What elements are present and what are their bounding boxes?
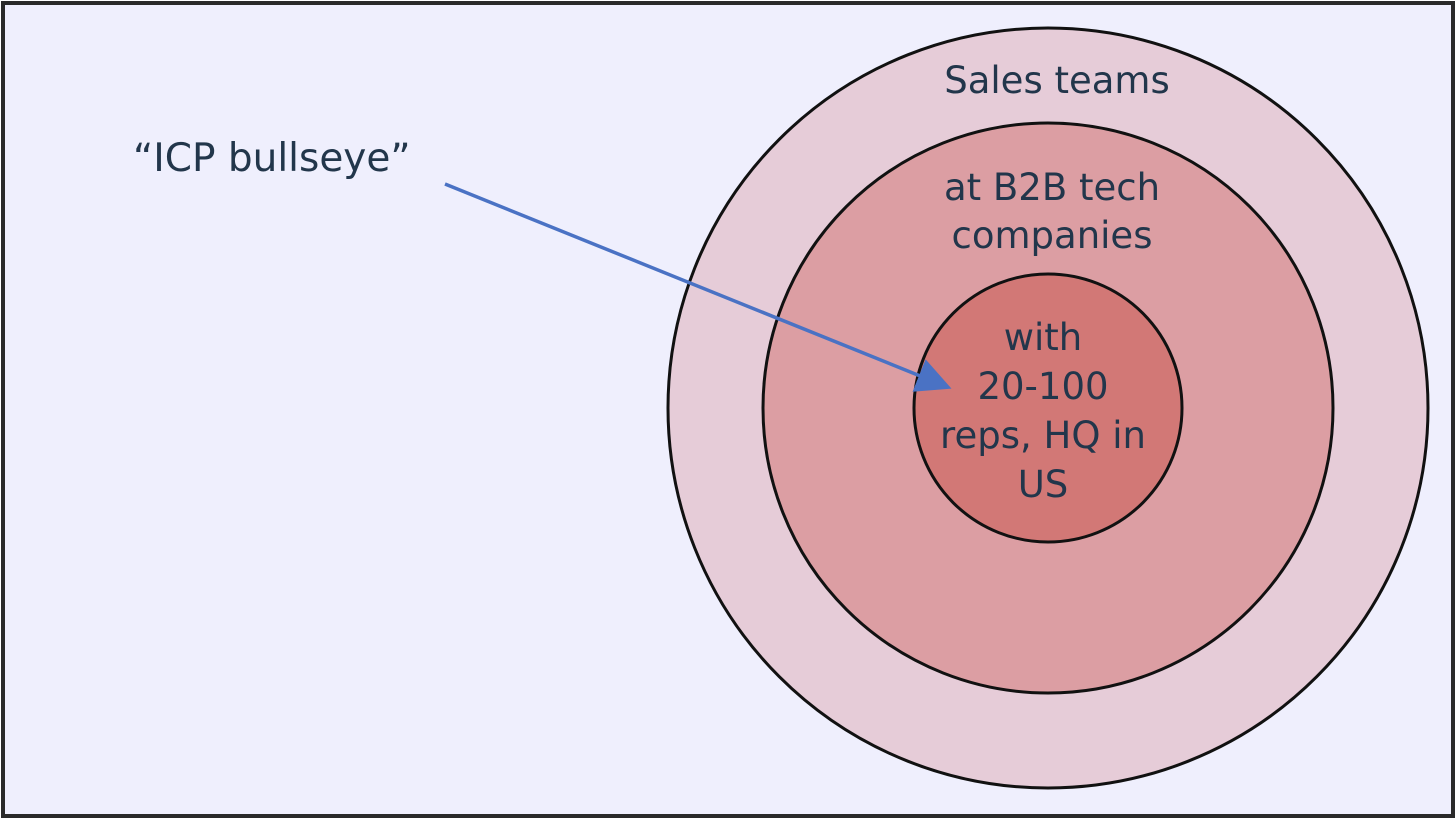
inner-ring-label-line-4: US xyxy=(1018,463,1069,506)
middle-ring-label-line-1: at B2B tech xyxy=(944,166,1160,209)
inner-ring-label-line-2: 20-100 xyxy=(977,365,1108,408)
inner-ring xyxy=(912,272,1184,544)
inner-ring-label-line-1: with xyxy=(1004,316,1083,359)
middle-ring-label-line-2: companies xyxy=(952,214,1153,257)
outer-ring-label: Sales teams xyxy=(944,59,1170,102)
inner-ring-label-line-3: reps, HQ in xyxy=(940,414,1146,457)
icp-bullseye-callout: “ICP bullseye” xyxy=(133,136,411,181)
callout-arrow xyxy=(444,182,952,392)
